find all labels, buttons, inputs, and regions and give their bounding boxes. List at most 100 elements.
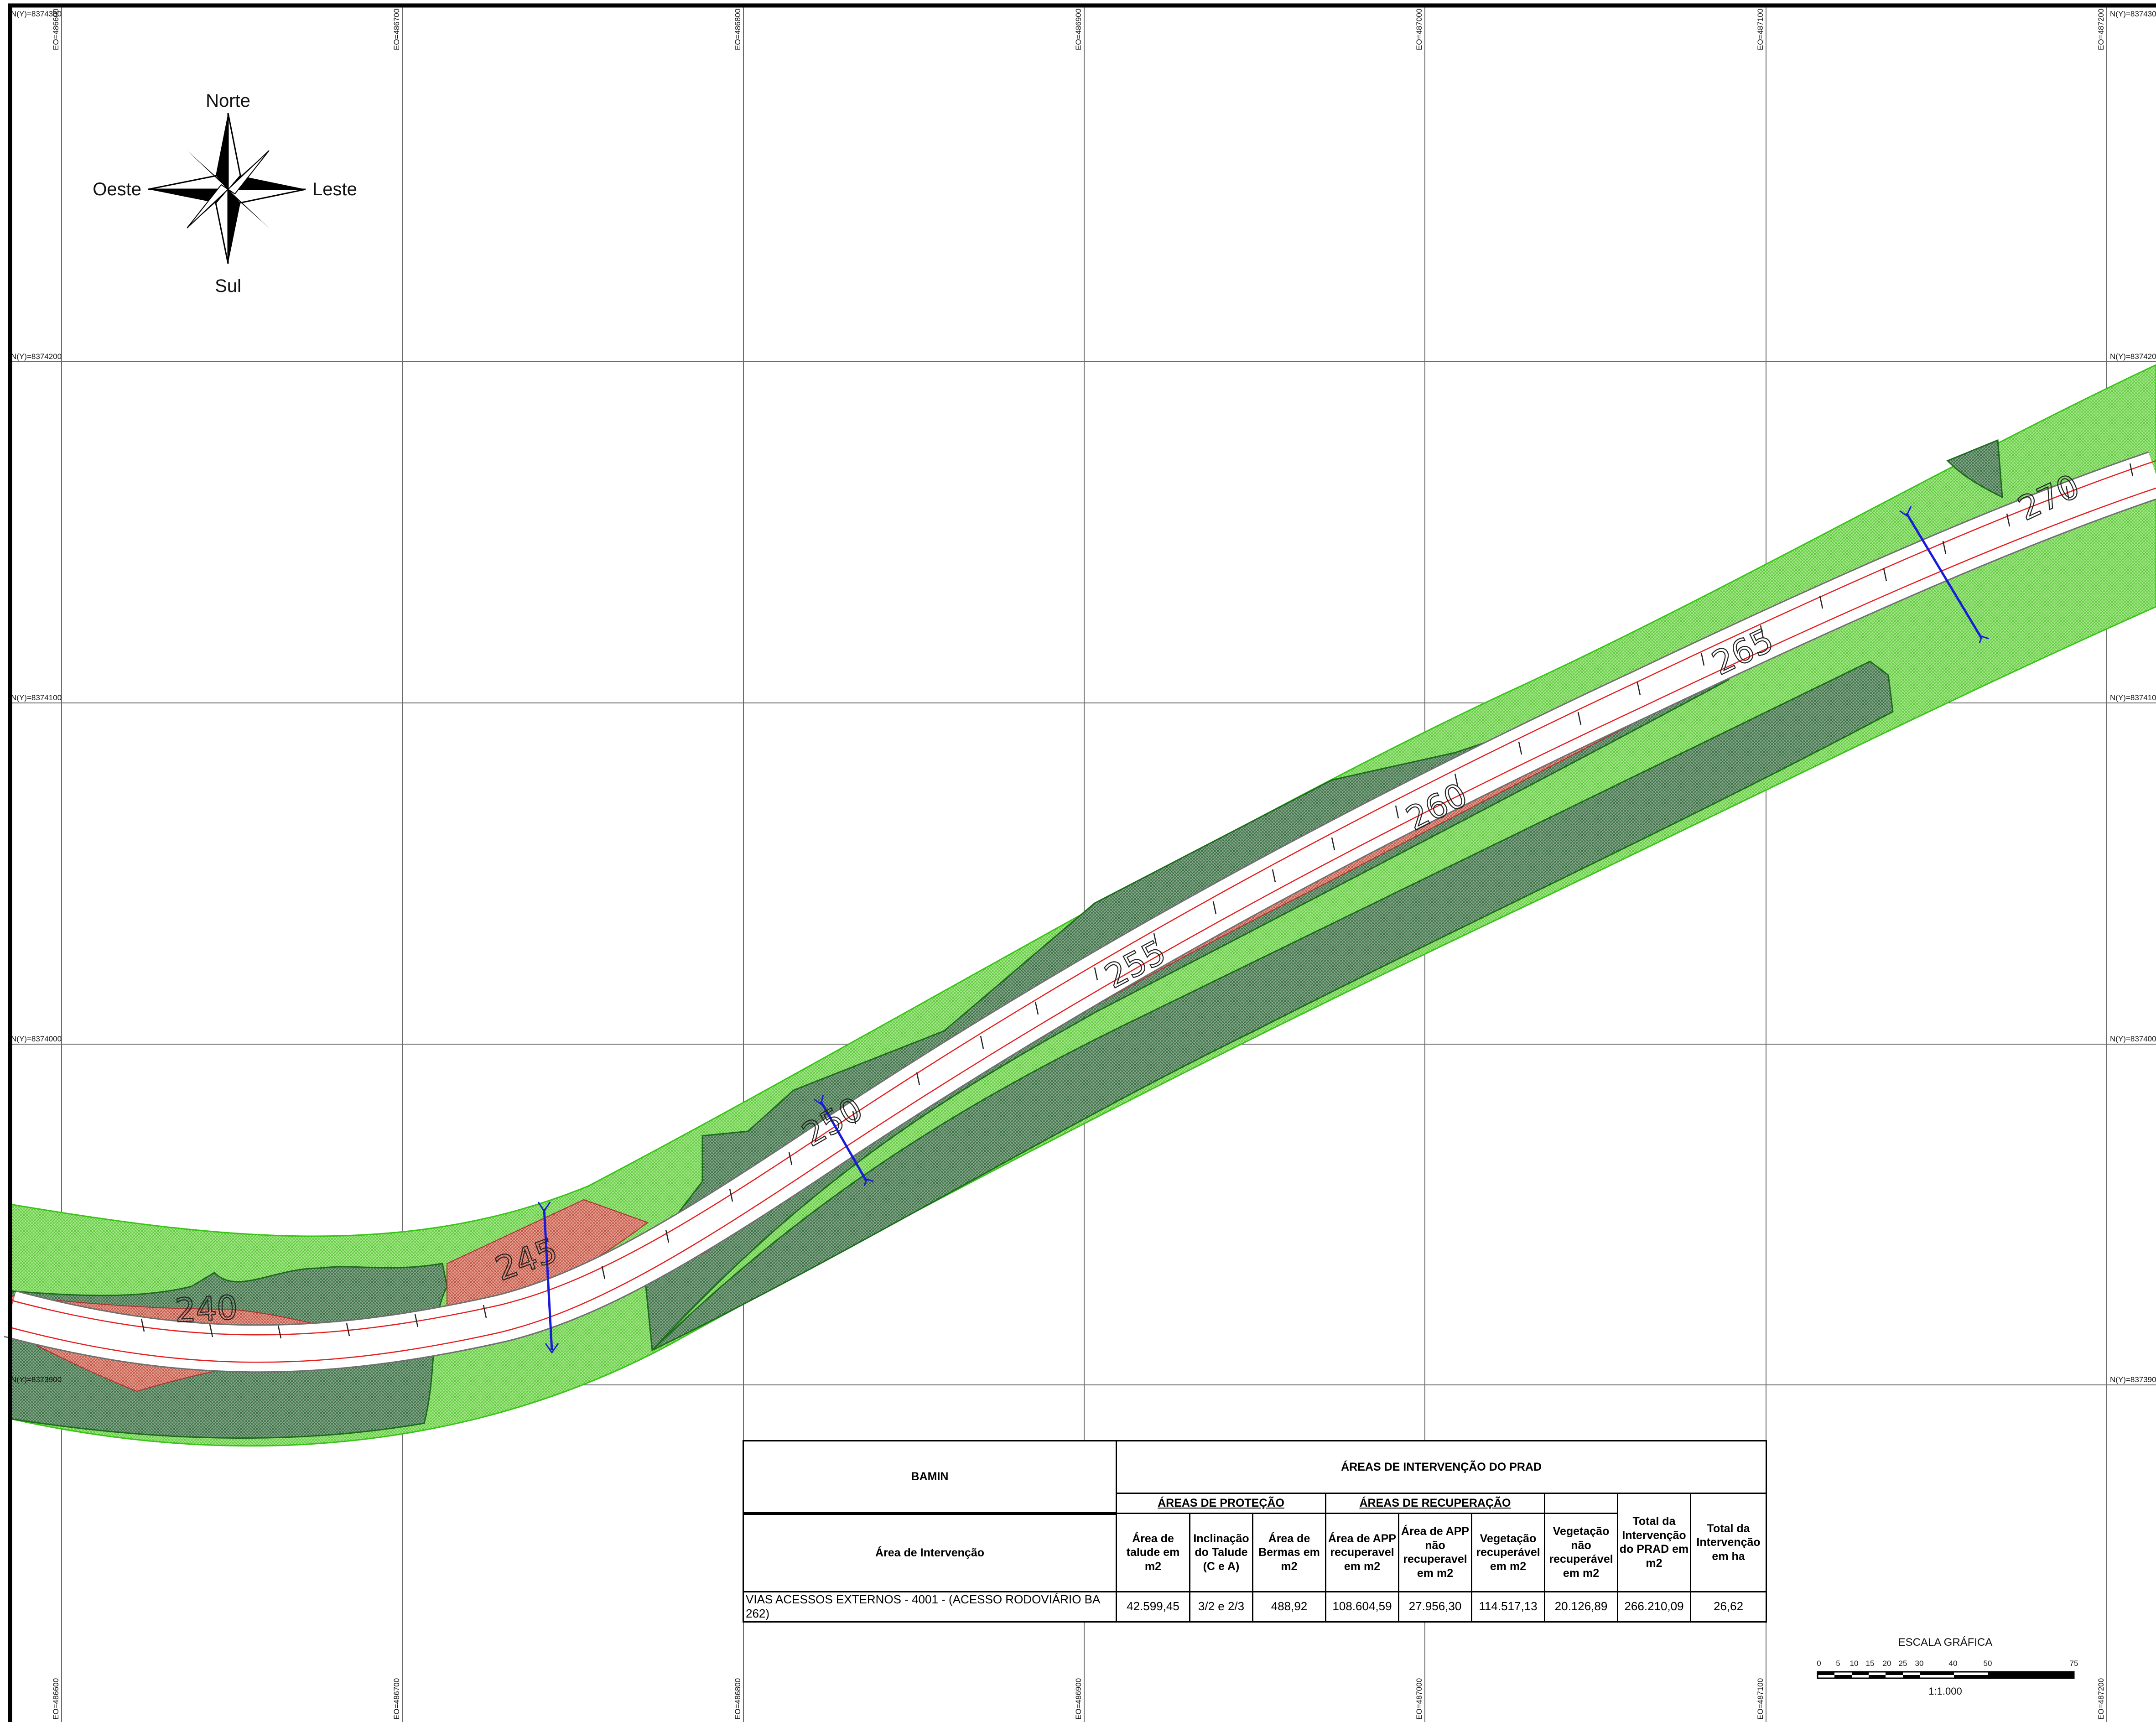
table-row-name: VIAS ACESSOS EXTERNOS - 4001 - (ACESSO R…: [743, 1591, 1117, 1623]
easting-label: EO=486900: [1074, 1678, 1083, 1720]
table-cell: 488,92: [1252, 1591, 1326, 1623]
cross-sections: [537, 506, 1989, 1354]
easting-label: EO=486800: [733, 1678, 742, 1720]
table-title: ÁREAS DE INTERVENÇÃO DO PRAD: [1115, 1440, 1767, 1494]
northing-label: N(Y)=8374200: [2110, 352, 2156, 361]
easting-label: EO=487200: [2097, 1678, 2105, 1720]
table-col-header: Área de talude em m2: [1116, 1513, 1190, 1592]
table-col-header: Total da Intervenção em ha: [1689, 1493, 1767, 1592]
easting-label: EO=486600: [52, 1678, 60, 1720]
scale-tick-label: 30: [1915, 1659, 1924, 1668]
scale-tick-label: 10: [1850, 1659, 1859, 1668]
northing-label: N(Y)=8374000: [2110, 1035, 2156, 1043]
table-cell: 42.599,45: [1116, 1591, 1190, 1623]
station-tick: [1395, 805, 1399, 819]
station-tick: [1034, 1001, 1039, 1015]
station-tick: [1819, 595, 1824, 609]
table-group-spacer: [1544, 1493, 1618, 1514]
scale-ratio: 1:1.000: [1928, 1686, 1962, 1697]
intervention-zones: [9, 364, 2156, 1447]
station-tick: [2065, 486, 2070, 499]
table-col-header: Vegetação recuperável em m2: [1471, 1513, 1545, 1592]
station-tick: [1577, 712, 1582, 725]
recovery-zone-east: [1946, 439, 2003, 499]
northing-label: N(Y)=8374100: [2110, 693, 2156, 702]
table-cell: 27.956,30: [1398, 1591, 1472, 1623]
station-tick: [729, 1188, 733, 1202]
northing-label: N(Y)=8374300: [11, 10, 62, 18]
table-col-header: Inclinação do Talude (C e A): [1189, 1513, 1253, 1592]
station-tick: [1636, 682, 1641, 696]
station-tick: [209, 1324, 213, 1337]
table-col-header: Área de Bermas em m2: [1252, 1513, 1326, 1592]
station-tick: [1942, 541, 1947, 554]
compass-rose: Norte Sul Oeste Leste: [93, 91, 357, 296]
table-cell: 20.126,89: [1544, 1591, 1618, 1623]
table-cell: 26,62: [1689, 1591, 1767, 1623]
northing-label: N(Y)=8373900: [2110, 1375, 2156, 1384]
station-tick: [1700, 652, 1705, 666]
northing-label: N(Y)=8374300: [2110, 10, 2156, 18]
table-col-header: Total da Intervenção do PRAD em m2: [1617, 1493, 1691, 1592]
table-col-header: Vegetação não recuperável em m2: [1544, 1513, 1618, 1592]
station-tick: [277, 1325, 282, 1339]
station-tick: [2006, 513, 2011, 527]
station-tick: [346, 1323, 350, 1337]
station-tick: [1094, 967, 1098, 981]
scale-tick-label: 20: [1883, 1659, 1891, 1668]
station-tick: [1153, 933, 1158, 947]
northing-label: N(Y)=8374000: [11, 1035, 62, 1043]
table-area-header: Área de Intervenção: [743, 1513, 1117, 1592]
scale-bar: [1817, 1671, 2075, 1679]
road-alignment: [4, 451, 2156, 1373]
station-tick: [1760, 625, 1764, 639]
grid-labels: EO=486600 EO=486700 EO=486800 EO=486900 …: [11, 9, 2156, 1720]
easting-label: EO=487100: [1756, 9, 1765, 50]
scale-tick-label: 50: [1984, 1659, 1992, 1668]
table-row: VIAS ACESSOS EXTERNOS - 4001 - (ACESSO R…: [743, 1591, 1767, 1623]
station-tick: [665, 1229, 670, 1243]
recovery-zone-south: [651, 661, 1894, 1351]
easting-label: EO=487100: [1756, 1678, 1765, 1720]
northing-label: N(Y)=8373900: [11, 1375, 62, 1384]
station-tick: [140, 1318, 145, 1332]
table-cell: 266.210,09: [1617, 1591, 1691, 1623]
table-group-protection: ÁREAS DE PROTEÇÃO: [1116, 1493, 1326, 1514]
northing-label: N(Y)=8374100: [11, 693, 62, 702]
easting-label: EO=487000: [1415, 1678, 1423, 1720]
table-group-recovery: ÁREAS DE RECUPERAÇÃO: [1325, 1493, 1545, 1514]
station-tick: [1518, 741, 1522, 755]
station-tick: [980, 1035, 984, 1049]
table-cell: 108.604,59: [1325, 1591, 1399, 1623]
easting-label: EO=486600: [52, 9, 60, 50]
table-cell: 114.517,13: [1471, 1591, 1545, 1623]
station-tick: [1883, 568, 1887, 582]
easting-label: EO=487000: [1415, 9, 1423, 50]
easting-label: EO=487200: [2097, 9, 2105, 50]
drawing-frame: [8, 3, 2156, 1722]
scale-tick-label: 75: [2070, 1659, 2078, 1668]
section-line-270: [1899, 506, 1989, 644]
section-line-250: [814, 1094, 874, 1186]
station-tick: [2129, 463, 2134, 477]
station-tick: [1272, 869, 1276, 883]
compass-star-icon: [148, 113, 306, 264]
compass-north-label: Norte: [206, 91, 250, 111]
scale-tick-label: 5: [1836, 1659, 1840, 1668]
compass-east-label: Leste: [312, 179, 357, 199]
station-tick: [916, 1072, 920, 1086]
station-tick: [483, 1305, 487, 1318]
table-cell: 3/2 e 2/3: [1189, 1591, 1253, 1623]
easting-label: EO=486900: [1074, 9, 1083, 50]
station-tick: [1331, 837, 1335, 851]
northing-label: N(Y)=8374200: [11, 352, 62, 361]
compass-south-label: Sul: [215, 276, 241, 296]
easting-label: EO=486800: [733, 9, 742, 50]
scale-tick-label: 40: [1949, 1659, 1958, 1668]
station-label: 240: [174, 1288, 239, 1330]
prad-intervention-table: BAMIN ÁREAS DE INTERVENÇÃO DO PRAD ÁREAS…: [743, 1440, 1767, 1623]
station-tick: [414, 1314, 419, 1327]
table-col-header: Área de APP recuperavel em m2: [1325, 1513, 1399, 1592]
